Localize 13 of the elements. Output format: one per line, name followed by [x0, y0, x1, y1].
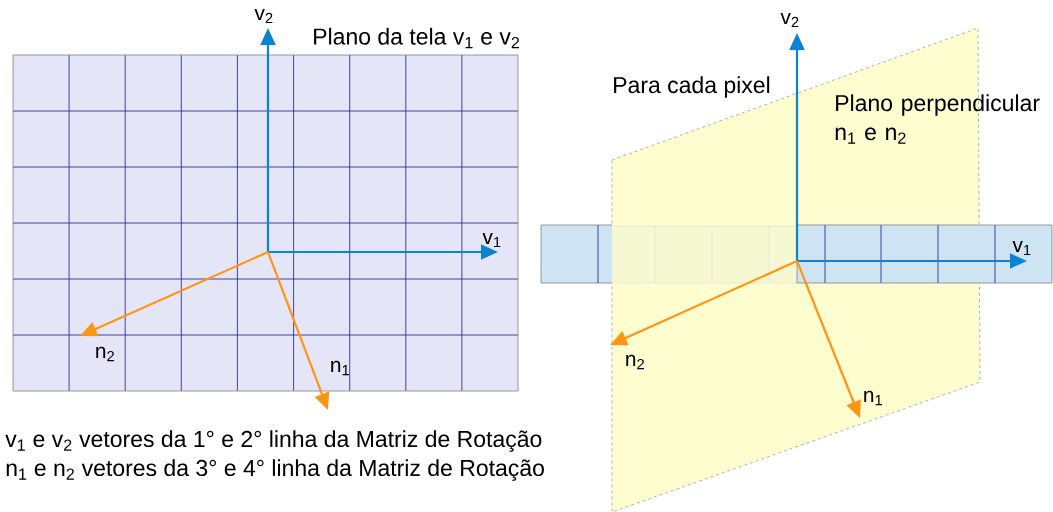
note-text: Para cada pixel — [614, 76, 770, 98]
axis-label: n$_{2}$ — [626, 354, 644, 370]
plane-label: Plano perpendicular n$_{1}$ e n$_{2}$ — [835, 94, 1040, 144]
axis-label: v$_{2}$ — [780, 12, 799, 28]
axis-label: v$_{2}$ — [254, 8, 273, 24]
legend-text: n$_{1}$ e n$_{2}$ vetores da 3° e 4° linha da Matriz de Rotação — [6, 459, 544, 481]
legend-text: v$_{1}$ e v$_{2}$ vetores da 1° e 2° linha da Matriz de Rotação — [5, 430, 542, 452]
axis-label: n$_{2}$ — [96, 346, 114, 362]
axis-label: v$_{1}$ — [482, 232, 501, 248]
axis-label: v$_{1}$ — [1012, 240, 1031, 256]
axis-label: n$_{1}$ — [864, 390, 882, 406]
axis-label: n$_{1}$ — [331, 360, 349, 376]
plane-label: Plano da tela v$_{1}$ e v$_{2}$ — [314, 27, 520, 49]
